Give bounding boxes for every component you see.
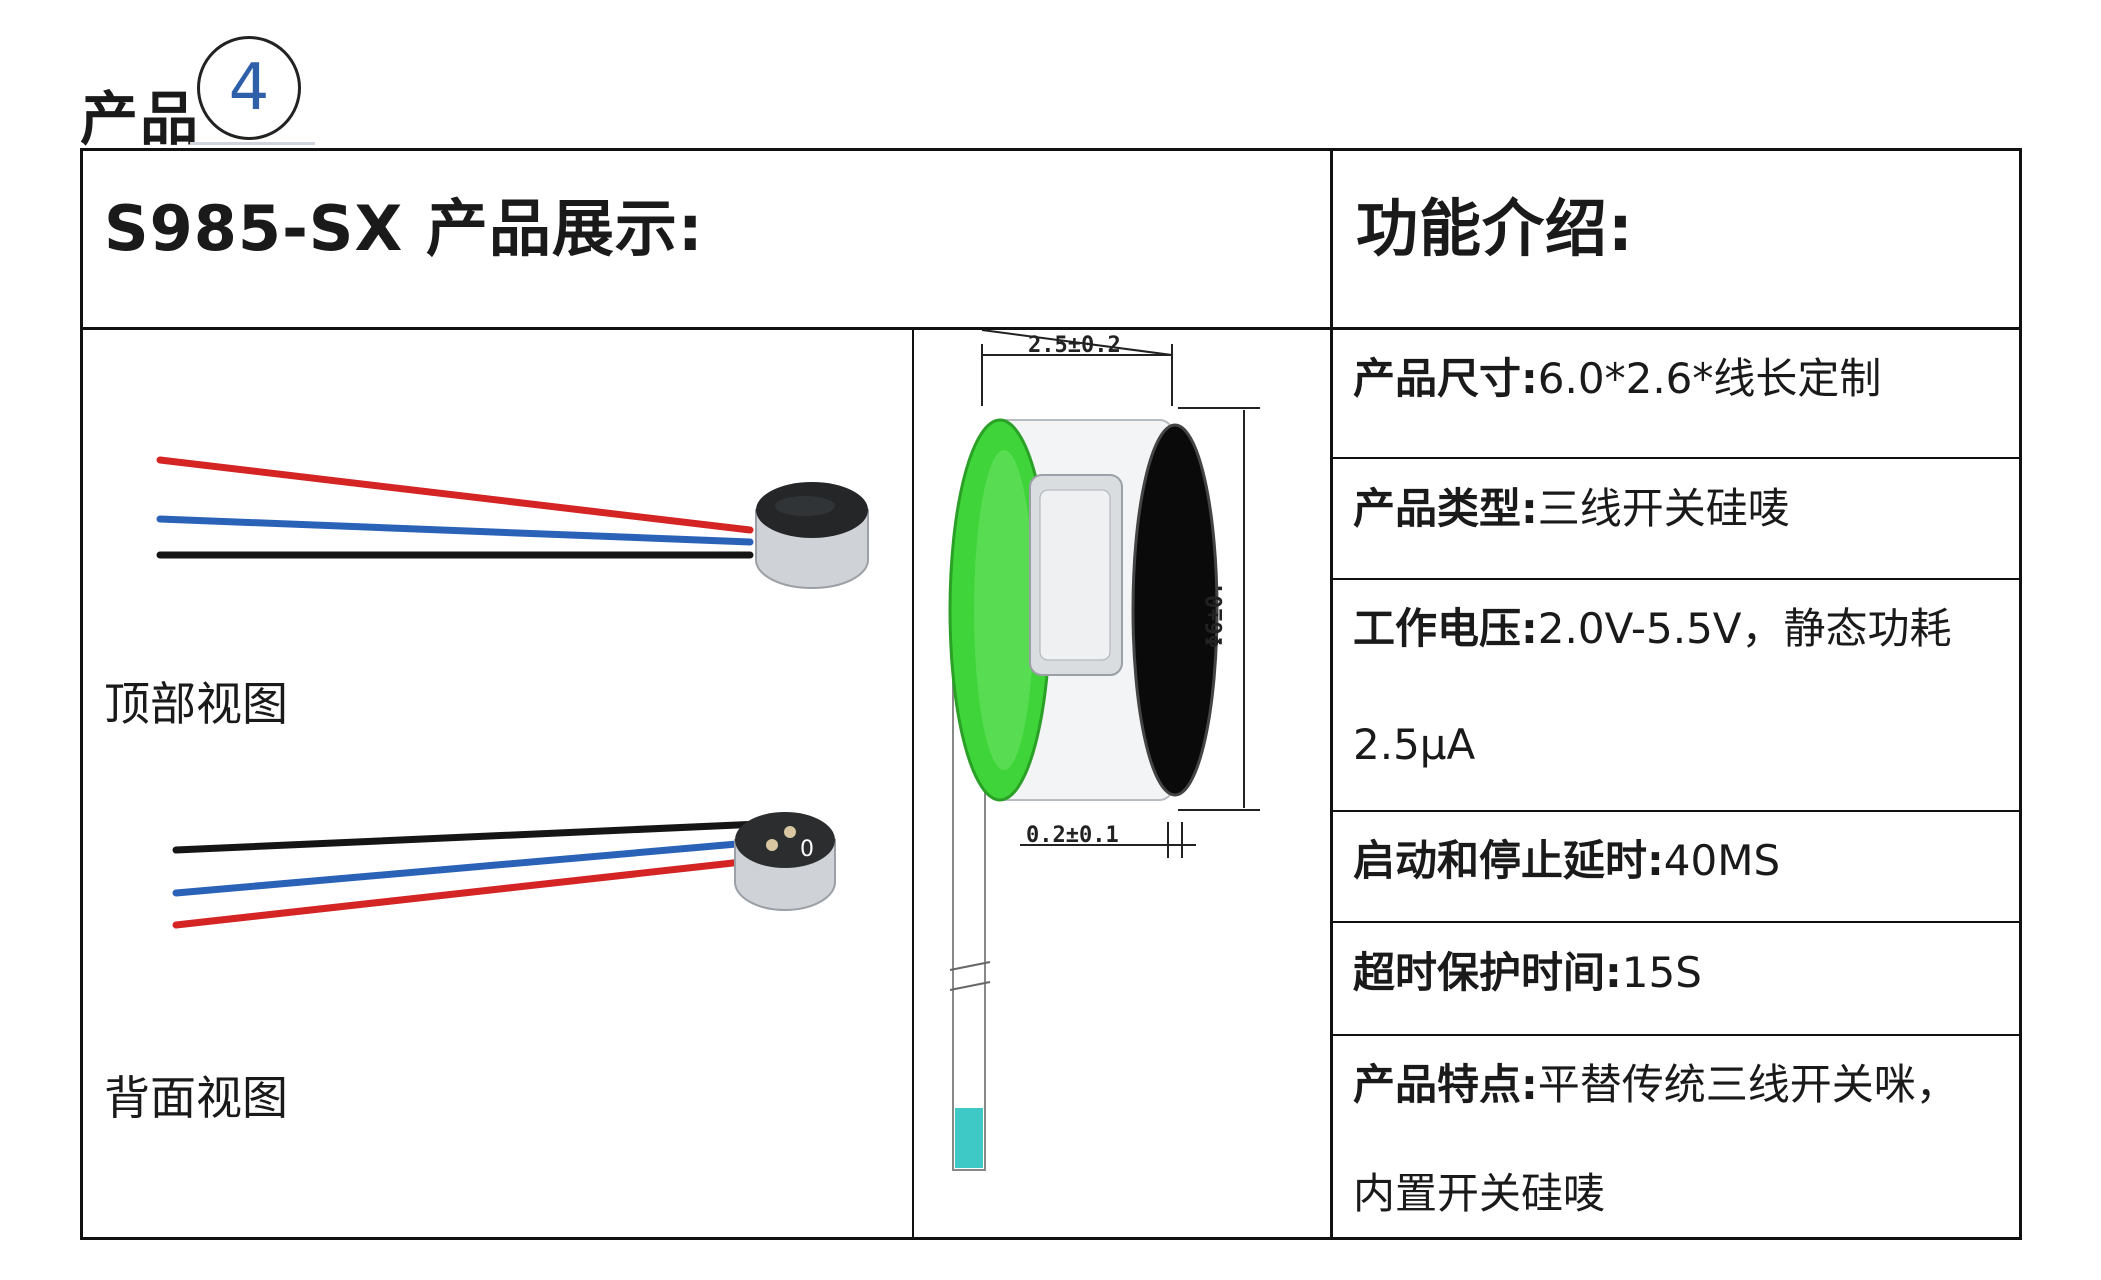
back-view-label: 背面视图	[104, 1071, 288, 1125]
spec-delay: 启动和停止延时:40MS	[1353, 836, 2023, 886]
wire-blue	[172, 838, 764, 897]
spec-key: 产品类型:	[1353, 484, 1538, 533]
spec-type: 产品类型:三线开关硅唛	[1353, 484, 2023, 534]
table-border-right	[2019, 148, 2022, 1240]
dim-thickness-label: 0.2±0.1	[1026, 823, 1119, 848]
capsule-technical-drawing: 2.5±0.2 Φ6±0. 0.2±0.1	[948, 330, 1260, 1171]
dim-line-width	[981, 330, 1173, 356]
spec-value: 三线开关硅唛	[1537, 484, 1790, 533]
spec-value: 40MS	[1663, 836, 1781, 885]
product-number: 4	[228, 51, 270, 125]
spec-features-continued: 内置开关硅唛	[1353, 1169, 1606, 1218]
spec-key: 启动和停止延时:	[1353, 836, 1664, 885]
top-view-label: 顶部视图	[104, 677, 288, 731]
wire-red	[156, 456, 754, 534]
spec-voltage-continued: 2.5μA	[1353, 720, 1476, 769]
spec-row-divider	[1330, 578, 2022, 580]
spec-row-divider	[1330, 1034, 2022, 1036]
spec-voltage: 工作电压:2.0V-5.5V，静态功耗	[1353, 604, 2023, 654]
column-divider-middle	[912, 327, 914, 1240]
column-divider-right	[1330, 148, 1333, 1240]
mic-capsule-back: 0	[734, 812, 836, 911]
capsule-body	[948, 418, 1219, 802]
wire-black	[172, 820, 764, 854]
spec-key: 工作电压:	[1353, 604, 1538, 653]
badge-underline	[190, 142, 315, 145]
spec-value: 平替传统三线开关咪，	[1537, 1060, 1958, 1109]
spec-size: 产品尺寸:6.0*2.6*线长定制	[1353, 354, 2023, 404]
back-view-image: 0	[172, 812, 836, 929]
back-chip-marking: 0	[800, 837, 814, 862]
spec-value: 2.0V-5.5V，静态功耗	[1537, 604, 1952, 653]
product-display-title: S985-SX 产品展示:	[104, 192, 704, 265]
spec-key: 产品特点:	[1353, 1060, 1538, 1109]
spec-key: 超时保护时间:	[1353, 948, 1622, 997]
dim-diameter-label: Φ6±0.	[1203, 582, 1228, 648]
wire-blue	[156, 515, 754, 546]
spec-value: 6.0*2.6*线长定制	[1537, 354, 1882, 403]
header-divider	[80, 327, 2022, 330]
function-intro-title: 功能介绍:	[1356, 192, 1634, 265]
table-border-left	[80, 148, 83, 1240]
table-border-bottom	[80, 1237, 2022, 1240]
lead-break-mark	[949, 961, 991, 991]
spec-row-divider	[1330, 457, 2022, 459]
top-view-image	[156, 456, 869, 589]
product-number-badge: 4	[197, 36, 301, 140]
spec-value: 15S	[1621, 948, 1702, 997]
spec-features: 产品特点:平替传统三线开关咪，	[1353, 1060, 2023, 1110]
mic-capsule-top	[755, 482, 869, 589]
spec-key: 产品尺寸:	[1353, 354, 1538, 403]
wire-red	[172, 856, 764, 929]
dim-width-label: 2.5±0.2	[1028, 333, 1121, 358]
lead-wire-tip	[955, 1108, 983, 1168]
product-label: 产品	[80, 85, 201, 153]
spec-timeout: 超时保护时间:15S	[1353, 948, 2023, 998]
spec-row-divider	[1330, 921, 2022, 923]
table-border-top	[80, 148, 2022, 151]
spec-row-divider	[1330, 810, 2022, 812]
